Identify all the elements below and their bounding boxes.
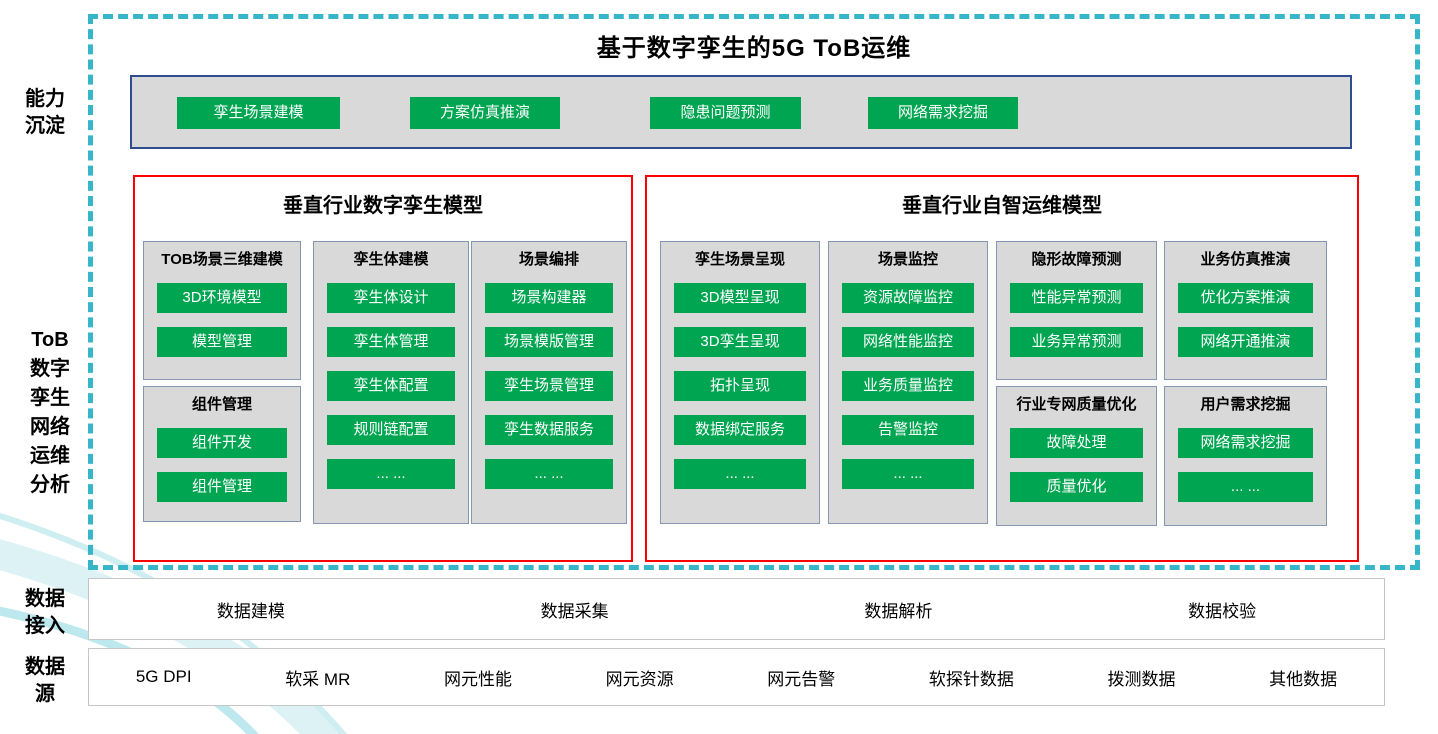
module-chip[interactable]: 数据绑定服务 [674,415,806,445]
group-scene-orchestration: 场景编排 场景构建器 场景模版管理 孪生场景管理 孪生数据服务 ... ... [471,241,627,524]
data-access-item: 数据校验 [1188,601,1257,621]
data-source-item: 拨测数据 [1107,669,1176,689]
capability-chip[interactable]: 隐患问题预测 [650,97,801,129]
group-industry-network-quality-optimization: 行业专网质量优化 故障处理 质量优化 [996,386,1157,526]
module-chip[interactable]: ... ... [674,459,806,489]
module-chip[interactable]: 3D环境模型 [157,283,287,313]
module-chip[interactable]: 孪生体管理 [327,327,455,357]
capability-chip[interactable]: 孪生场景建模 [177,97,340,129]
group-scene-monitoring: 场景监控 资源故障监控 网络性能监控 业务质量监控 告警监控 ... ... [828,241,988,524]
sidebar-label-data-source: 数据 源 [25,656,65,705]
group-title: 组件管理 [191,396,252,413]
group-title: 隐形故障预测 [1031,251,1122,268]
data-access-bar: 数据建模 数据采集 数据解析 数据校验 [88,578,1385,640]
sidebar-label-tob: ToB 数字 孪生 网络 运维 分析 [30,329,70,496]
data-source-item: 5G DPI [135,667,192,686]
module-chip[interactable]: 质量优化 [1010,472,1143,502]
module-chip[interactable]: 故障处理 [1010,428,1143,458]
module-chip[interactable]: 场景构建器 [485,283,613,313]
module-chip[interactable]: ... ... [842,459,974,489]
panel-title: 垂直行业数字孪生模型 [283,195,483,217]
module-chip[interactable]: 规则链配置 [327,415,455,445]
dashed-boundary [88,14,1420,570]
data-source-item: 网元告警 [767,669,836,689]
module-chip[interactable]: 网络开通推演 [1178,327,1313,357]
group-twin-scene-presentation: 孪生场景呈现 3D模型呈现 3D孪生呈现 拓扑呈现 数据绑定服务 ... ... [660,241,820,524]
group-title: TOB场景三维建模 [161,251,283,268]
module-chip[interactable]: 孪生场景管理 [485,371,613,401]
data-source-item: 软探针数据 [928,669,1014,689]
group-title: 场景编排 [518,251,579,268]
group-component-management: 组件管理 组件开发 组件管理 [143,386,301,522]
capability-bar: 孪生场景建模 方案仿真推演 隐患问题预测 网络需求挖掘 [130,75,1352,149]
module-chip[interactable]: 3D孪生呈现 [674,327,806,357]
group-title: 行业专网质量优化 [1016,396,1137,413]
data-access-item: 数据建模 [216,601,285,621]
capability-chip[interactable]: 方案仿真推演 [410,97,560,129]
module-chip[interactable]: 场景模版管理 [485,327,613,357]
group-title: 场景监控 [877,251,938,268]
group-user-demand-mining: 用户需求挖掘 网络需求挖掘 ... ... [1164,386,1327,526]
group-title: 孪生体建模 [353,251,429,268]
panel-autonomous-operation-model: 垂直行业自智运维模型 孪生场景呈现 3D模型呈现 3D孪生呈现 拓扑呈现 数据绑… [645,175,1359,562]
group-hidden-fault-prediction: 隐形故障预测 性能异常预测 业务异常预测 [996,241,1157,380]
module-chip[interactable]: 性能异常预测 [1010,283,1143,313]
data-access-item: 数据解析 [864,601,933,621]
data-source-item: 网元资源 [605,669,674,689]
module-chip[interactable]: 网络需求挖掘 [1178,428,1313,458]
group-title: 业务仿真推演 [1200,251,1291,268]
module-chip[interactable]: 告警监控 [842,415,974,445]
panel-title: 垂直行业自智运维模型 [902,195,1102,217]
module-chip[interactable]: 3D模型呈现 [674,283,806,313]
module-chip[interactable]: 网络性能监控 [842,327,974,357]
group-tob-scene-3d-modeling: TOB场景三维建模 3D环境模型 模型管理 [143,241,301,380]
module-chip[interactable]: 业务异常预测 [1010,327,1143,357]
group-title: 孪生场景呈现 [694,251,785,268]
page-title: 基于数字孪生的5G ToB运维 [596,35,912,62]
group-twin-body-modeling: 孪生体建模 孪生体设计 孪生体管理 孪生体配置 规则链配置 ... ... [313,241,469,524]
data-access-item: 数据采集 [540,601,609,621]
module-chip[interactable]: 孪生数据服务 [485,415,613,445]
module-chip[interactable]: ... ... [1178,472,1313,502]
data-source-item: 网元性能 [443,669,512,689]
group-service-simulation-deduction: 业务仿真推演 优化方案推演 网络开通推演 [1164,241,1327,380]
sidebar-label-data-access: 数据 接入 [25,588,65,637]
module-chip[interactable]: 模型管理 [157,327,287,357]
data-source-bar: 5G DPI 软采 MR 网元性能 网元资源 网元告警 软探针数据 拨测数据 其… [88,648,1385,706]
sidebar-label-capability: 能力 沉淀 [25,88,65,137]
capability-chip[interactable]: 网络需求挖掘 [868,97,1018,129]
module-chip[interactable]: 优化方案推演 [1178,283,1313,313]
module-chip[interactable]: ... ... [485,459,613,489]
panel-digital-twin-model: 垂直行业数字孪生模型 TOB场景三维建模 3D环境模型 模型管理 组件管理 组件… [133,175,633,562]
module-chip[interactable]: 孪生体设计 [327,283,455,313]
group-title: 用户需求挖掘 [1200,396,1291,413]
module-chip[interactable]: ... ... [327,459,455,489]
module-chip[interactable]: 拓扑呈现 [674,371,806,401]
module-chip[interactable]: 业务质量监控 [842,371,974,401]
module-chip[interactable]: 资源故障监控 [842,283,974,313]
module-chip[interactable]: 孪生体配置 [327,371,455,401]
module-chip[interactable]: 组件开发 [157,428,287,458]
data-source-item: 其他数据 [1269,669,1338,689]
data-source-item: 软采 MR [285,669,351,689]
module-chip[interactable]: 组件管理 [157,472,287,502]
